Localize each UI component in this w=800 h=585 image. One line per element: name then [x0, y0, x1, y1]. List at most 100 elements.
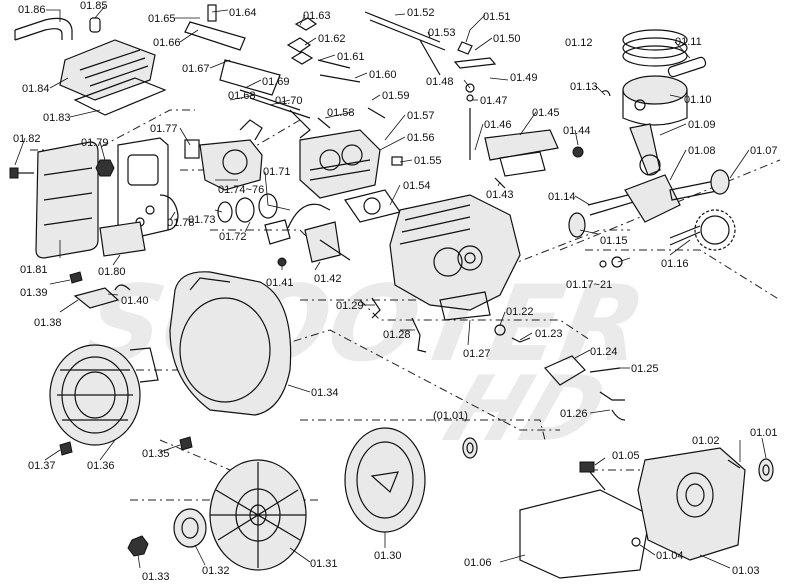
label-01-79: 01.79 — [81, 137, 109, 149]
starter-bolt — [59, 441, 73, 456]
oil-dipstick — [579, 461, 606, 491]
label-01-62: 01.62 — [318, 33, 346, 45]
starter-cup — [173, 508, 207, 548]
muffler-bolt — [9, 167, 34, 179]
ignition-coil — [304, 221, 351, 263]
label-01-52: 01.52 — [407, 7, 435, 19]
label-01-29: 01.29 — [336, 300, 364, 312]
carburetor-spacers — [217, 193, 278, 223]
rocker-small-parts — [453, 41, 497, 160]
housing-bolt — [179, 436, 193, 451]
label-01-31: 01.31 — [310, 558, 338, 570]
piston-pin — [667, 56, 707, 78]
oil-seal — [758, 458, 774, 482]
connecting-rod — [629, 123, 661, 176]
muffler-gasket — [159, 194, 179, 231]
camshaft — [669, 209, 736, 251]
governor-arm — [371, 297, 427, 353]
label-01-49: 01.49 — [510, 72, 538, 84]
label-01-38: 01.38 — [34, 317, 62, 329]
label-01-36: 01.36 — [87, 460, 115, 472]
air-filter-element — [99, 221, 146, 257]
label-01-34: 01.34 — [311, 387, 339, 399]
label-01-74-76: 01.74~76 — [218, 184, 264, 196]
label-01-58: 01.58 — [327, 107, 355, 119]
rocker-assembly — [184, 4, 311, 139]
label-01-14: 01.14 — [548, 191, 576, 203]
label-01-37: 01.37 — [28, 460, 56, 472]
crankcase-gasket — [519, 489, 651, 579]
label-01-42: 01.42 — [314, 273, 342, 285]
label-01-25: 01.25 — [631, 363, 659, 375]
muffler — [35, 141, 99, 259]
spring-40 — [114, 284, 131, 291]
cover-bolt — [727, 459, 741, 469]
crankcase-cover — [637, 447, 746, 561]
air-filter-gasket — [73, 77, 167, 116]
muffler-nut — [95, 159, 115, 177]
label-01-61: 01.61 — [337, 51, 365, 63]
label-01-09: 01.09 — [688, 119, 716, 131]
label-01-41: 01.41 — [266, 277, 294, 289]
label-01-69: 01.69 — [262, 76, 290, 88]
label-01-11: 01.11 — [675, 36, 702, 48]
label-01-02: 01.02 — [692, 435, 720, 447]
label-01-24: 01.24 — [590, 346, 618, 358]
label-01-86: 01.86 — [18, 4, 46, 16]
label-01-68: 01.68 — [228, 90, 256, 102]
label-01-15: 01.15 — [600, 235, 628, 247]
label-01-23: 01.23 — [535, 328, 563, 340]
label-01-26: 01.26 — [560, 408, 588, 420]
label-01-08: 01.08 — [688, 145, 716, 157]
recoil-starter — [49, 344, 159, 446]
flywheel-nut — [127, 535, 149, 557]
label-01-07: 01.07 — [750, 145, 778, 157]
label-01-28: 01.28 — [383, 329, 411, 341]
label-01-35: 01.35 — [142, 448, 170, 460]
small-bolt-43 — [494, 177, 506, 189]
label-01-83: 01.83 — [43, 112, 71, 124]
label-01-65: 01.65 — [148, 13, 176, 25]
label-01-27: 01.27 — [463, 348, 491, 360]
part-labels: 01.86 01.85 01.65 01.64 01.63 01.52 01.5… — [13, 0, 778, 583]
label-01-64: 01.64 — [229, 7, 257, 19]
label-01-13: 01.13 — [570, 81, 598, 93]
label-01-77: 01.77 — [150, 123, 178, 135]
guide-plate — [484, 129, 559, 177]
label-01-54: 01.54 — [403, 180, 431, 192]
label-01-67: 01.67 — [182, 63, 210, 75]
label-01-01-ref: (01.01) — [433, 410, 468, 422]
fan-housing — [169, 271, 292, 416]
guide-bolt — [572, 146, 584, 158]
leader-lines — [14, 5, 767, 569]
label-01-16: 01.16 — [661, 258, 689, 270]
valve-pins — [317, 59, 361, 83]
label-01-17-21: 01.17~21 — [566, 279, 612, 291]
cylinder-head — [299, 129, 381, 199]
label-01-03: 01.03 — [732, 565, 760, 577]
label-01-82: 01.82 — [13, 133, 41, 145]
label-01-22: 01.22 — [506, 306, 534, 318]
label-01-71: 01.71 — [263, 166, 291, 178]
head-gasket — [344, 189, 401, 223]
label-01-05: 01.05 — [612, 450, 640, 462]
label-01-33: 01.33 — [142, 571, 170, 583]
label-01-53: 01.53 — [428, 27, 456, 39]
dowel-pin — [631, 537, 641, 547]
label-01-55: 01.55 — [414, 155, 442, 167]
bolt-39 — [69, 271, 83, 284]
flywheel — [344, 427, 426, 533]
piston-rings — [622, 29, 688, 67]
label-01-04: 01.04 — [656, 550, 684, 562]
label-01-72: 01.72 — [219, 231, 247, 243]
cooling-fan — [209, 459, 307, 571]
head-bolts — [317, 107, 386, 129]
label-01-80: 01.80 — [98, 266, 126, 278]
label-01-85: 01.85 — [80, 0, 108, 12]
crankcase — [389, 194, 521, 321]
label-01-57: 01.57 — [407, 110, 435, 122]
piston-clip — [601, 90, 611, 97]
piston — [622, 75, 688, 126]
push-rods — [364, 11, 446, 76]
